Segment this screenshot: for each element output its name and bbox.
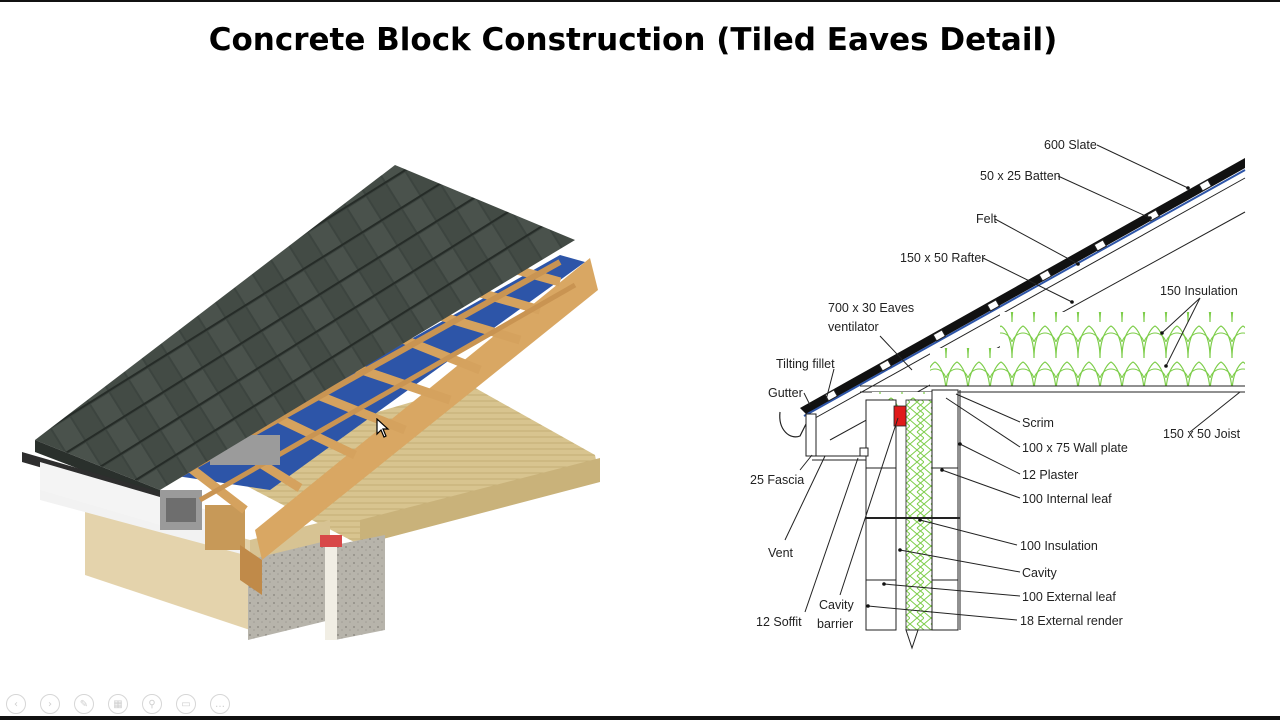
label-cavity-barrier-1: Cavity	[819, 598, 854, 612]
label-batten: 50 x 25 Batten	[980, 169, 1061, 183]
eaves-section-drawing: 600 Slate 50 x 25 Batten Felt 150 x 50 R…	[750, 138, 1246, 650]
label-slate: 600 Slate	[1044, 138, 1097, 152]
label-gutter: Gutter	[768, 386, 803, 400]
label-external-render: 18 External render	[1020, 614, 1123, 628]
zoom-button[interactable]: ⚲	[142, 694, 162, 714]
label-cavity-barrier-2: barrier	[817, 617, 853, 631]
slide-top-border	[0, 0, 1280, 2]
pen-tool-button[interactable]: ✎	[74, 694, 94, 714]
chevron-right-icon: ›	[48, 698, 52, 710]
label-rafter: 150 x 50 Rafter	[900, 251, 985, 265]
roof-slope	[800, 158, 1246, 441]
label-wall-insulation: 100 Insulation	[1020, 539, 1098, 553]
subtitles-icon: ▭	[181, 698, 191, 710]
slideshow-toolbar: ‹ › ✎ ▦ ⚲ ▭ …	[6, 694, 230, 714]
label-wall-plate: 100 x 75 Wall plate	[1022, 441, 1128, 455]
cavity-wall	[865, 389, 961, 650]
label-felt: Felt	[976, 212, 997, 226]
label-plaster: 12 Plaster	[1022, 468, 1078, 482]
pen-icon: ✎	[79, 698, 89, 710]
label-joist: 150 x 50 Joist	[1163, 427, 1241, 441]
label-internal-leaf: 100 Internal leaf	[1022, 492, 1112, 506]
slide-title: Concrete Block Construction (Tiled Eaves…	[208, 22, 1058, 58]
more-options-button[interactable]: …	[210, 694, 230, 714]
all-slides-button[interactable]: ▦	[108, 694, 128, 714]
label-tilting-fillet: Tilting fillet	[776, 357, 835, 371]
label-vent: Vent	[768, 546, 794, 560]
leader-lines	[784, 144, 1241, 621]
label-fascia: 25 Fascia	[750, 473, 804, 487]
slide-bottom-border	[0, 716, 1280, 720]
grid-icon: ▦	[113, 698, 123, 710]
subtitles-button[interactable]: ▭	[176, 694, 196, 714]
label-cavity: Cavity	[1022, 566, 1057, 580]
label-eaves-ventilator-1: 700 x 30 Eaves	[828, 301, 914, 315]
label-roof-insulation: 150 Insulation	[1160, 284, 1238, 298]
label-scrim: Scrim	[1022, 416, 1054, 430]
diagram-labels: 600 Slate 50 x 25 Batten Felt 150 x 50 R…	[750, 138, 1241, 631]
chevron-left-icon: ‹	[14, 698, 18, 710]
mouse-cursor-icon	[376, 418, 390, 438]
next-slide-button[interactable]: ›	[40, 694, 60, 714]
roof-insulation-lower	[930, 348, 1245, 386]
roof-3d-illustration	[22, 165, 600, 640]
gutter-fascia	[779, 411, 869, 461]
label-soffit: 12 Soffit	[756, 615, 802, 629]
wall-plate-red	[893, 405, 907, 427]
roof-insulation-upper	[1000, 312, 1245, 348]
label-eaves-ventilator-2: ventilator	[828, 320, 879, 334]
gutter	[22, 452, 160, 525]
previous-slide-button[interactable]: ‹	[6, 694, 26, 714]
felt-and-battens	[168, 255, 585, 514]
magnifier-icon: ⚲	[148, 698, 156, 710]
label-external-leaf: 100 External leaf	[1022, 590, 1116, 604]
ellipsis-icon: …	[215, 698, 225, 710]
